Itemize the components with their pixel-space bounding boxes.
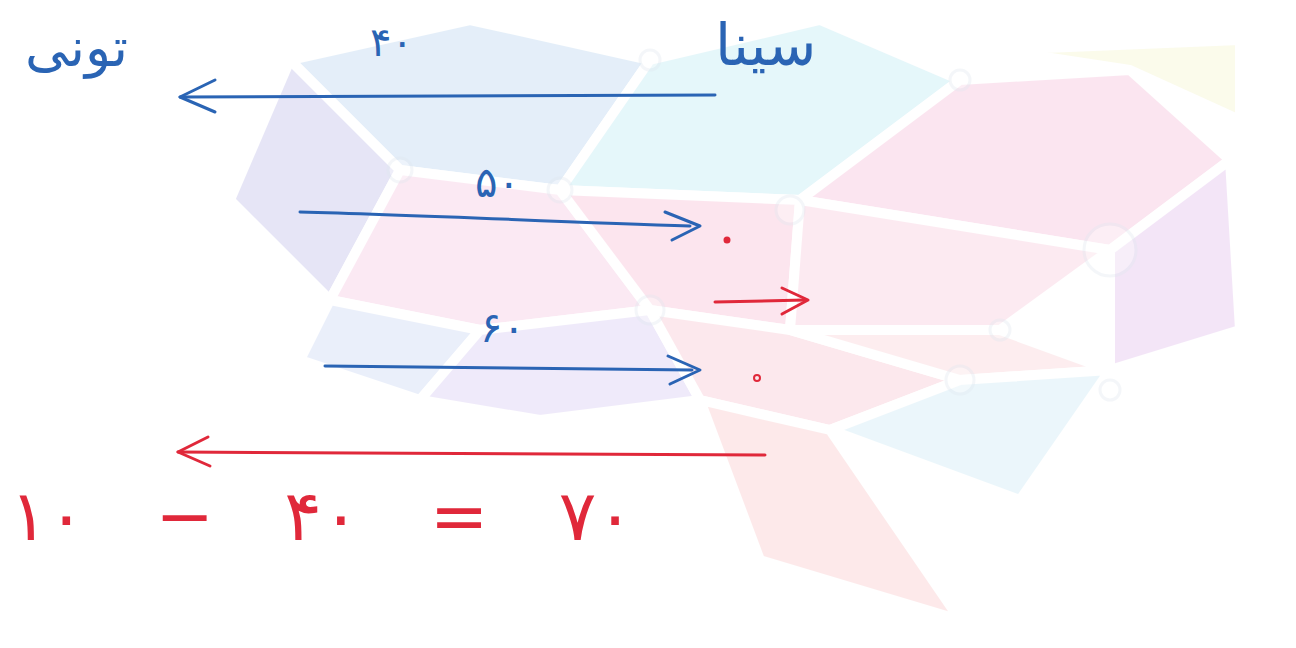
arrow-right xyxy=(715,300,805,302)
dot xyxy=(754,375,760,381)
arrow-head xyxy=(178,437,210,466)
arrow-head xyxy=(782,288,808,314)
arrow-right xyxy=(325,366,692,370)
arrow-left xyxy=(178,452,765,455)
arrow-head xyxy=(665,212,700,240)
amount-label: ۵۰ xyxy=(475,160,520,206)
person-name: سینا xyxy=(715,14,816,78)
person-name: تونی xyxy=(25,18,128,77)
equation: ۱۰ − ۴۰ = ۷۰ xyxy=(10,478,634,555)
arrow-left xyxy=(180,95,715,97)
arrow-head xyxy=(180,80,215,112)
amount-label: ۴۰ xyxy=(370,20,413,64)
arrow-head xyxy=(668,356,700,384)
dot xyxy=(725,238,729,242)
arrow-right xyxy=(300,212,690,226)
amount-label: ۶۰ xyxy=(480,305,525,351)
